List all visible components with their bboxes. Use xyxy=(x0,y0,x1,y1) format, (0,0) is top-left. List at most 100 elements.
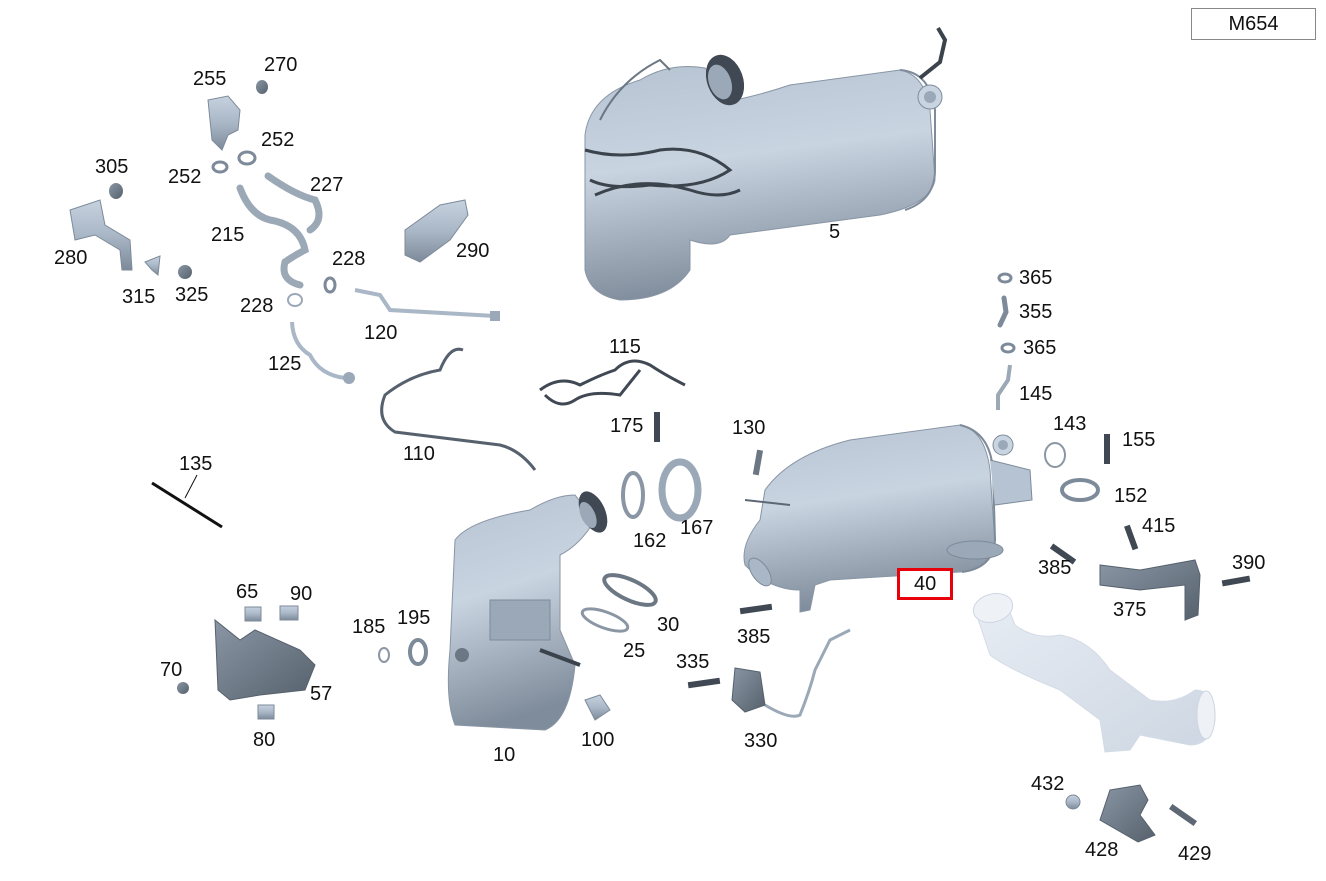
callout-375[interactable]: 375 xyxy=(1113,599,1147,621)
callout-90[interactable]: 90 xyxy=(290,583,313,605)
part-125-pipe[interactable] xyxy=(290,321,346,380)
part-25-gasket[interactable] xyxy=(580,604,631,635)
part-143-gasket[interactable] xyxy=(1044,442,1066,468)
callout-195[interactable]: 195 xyxy=(397,607,431,629)
part-155-bolt[interactable] xyxy=(1104,434,1110,464)
part-162-gasket[interactable] xyxy=(621,471,645,519)
part-30-clamp[interactable] xyxy=(600,569,659,611)
callout-143[interactable]: 143 xyxy=(1053,413,1087,435)
callout-65[interactable]: 65 xyxy=(236,581,259,603)
callout-167[interactable]: 167 xyxy=(680,517,714,539)
callout-315[interactable]: 315 xyxy=(122,286,156,308)
callout-185[interactable]: 185 xyxy=(352,616,386,638)
part-325-nut[interactable] xyxy=(178,265,192,279)
callout-175[interactable]: 175 xyxy=(610,415,644,437)
part-40-diesel-particulate-filter[interactable] xyxy=(743,424,1033,613)
callout-429[interactable]: 429 xyxy=(1178,843,1212,865)
part-167-v-clamp[interactable] xyxy=(658,458,702,522)
part-120-pipe[interactable] xyxy=(354,288,496,318)
part-135-rod[interactable] xyxy=(151,481,223,529)
part-415-bolt[interactable] xyxy=(1124,524,1139,551)
part-255-valve[interactable] xyxy=(207,95,241,151)
part-355-hose[interactable] xyxy=(997,295,1009,328)
part-330-sensor-cable[interactable] xyxy=(764,628,851,718)
part-385-bolt-a[interactable] xyxy=(739,603,773,615)
part-429-bolt[interactable] xyxy=(1168,803,1198,827)
part-152-clamp[interactable] xyxy=(1060,478,1100,502)
callout-130[interactable]: 130 xyxy=(732,417,766,439)
part-280-bracket[interactable] xyxy=(69,199,133,271)
callout-5[interactable]: 5 xyxy=(829,221,841,243)
callout-25[interactable]: 25 xyxy=(623,640,646,662)
part-130-bolt[interactable] xyxy=(752,449,764,476)
part-80-clip[interactable] xyxy=(257,704,275,720)
callout-115[interactable]: 115 xyxy=(609,336,641,358)
callout-355[interactable]: 355 xyxy=(1019,301,1053,323)
callout-162[interactable]: 162 xyxy=(633,530,667,552)
part-227-hose[interactable] xyxy=(264,172,323,234)
callout-30[interactable]: 30 xyxy=(657,614,680,636)
callout-70[interactable]: 70 xyxy=(160,659,183,681)
part-5-dpf-assembly[interactable] xyxy=(584,26,948,301)
callout-80[interactable]: 80 xyxy=(253,729,276,751)
callout-365-a[interactable]: 365 xyxy=(1019,267,1053,289)
part-390-bolt[interactable] xyxy=(1221,575,1251,587)
part-110-sensor-line[interactable] xyxy=(380,347,537,471)
part-270-nut[interactable] xyxy=(256,80,268,94)
part-175-bolt[interactable] xyxy=(654,412,660,442)
callout-120[interactable]: 120 xyxy=(364,322,398,344)
callout-110[interactable]: 110 xyxy=(403,443,435,465)
part-375-bracket[interactable] xyxy=(1099,559,1201,621)
callout-255[interactable]: 255 xyxy=(193,68,227,90)
part-57-bracket[interactable] xyxy=(214,618,316,701)
callout-215[interactable]: 215 xyxy=(211,224,245,246)
callout-10[interactable]: 10 xyxy=(493,744,516,766)
callout-100[interactable]: 100 xyxy=(581,729,615,751)
part-252-clamp-b[interactable] xyxy=(237,150,257,166)
callout-125[interactable]: 125 xyxy=(268,353,302,375)
callout-270[interactable]: 270 xyxy=(264,54,298,76)
part-315-clip[interactable] xyxy=(144,255,161,276)
part-65-clip[interactable] xyxy=(244,606,262,622)
part-90-clip[interactable] xyxy=(279,605,299,621)
part-145-pipe[interactable] xyxy=(996,364,1012,410)
part-305-nut[interactable] xyxy=(109,183,123,199)
callout-335[interactable]: 335 xyxy=(676,651,710,673)
part-125-fitting[interactable] xyxy=(343,372,355,384)
callout-325[interactable]: 325 xyxy=(175,284,209,306)
callout-252-b[interactable]: 252 xyxy=(261,129,295,151)
part-115-sensor-line[interactable] xyxy=(539,359,686,406)
callout-385-b[interactable]: 385 xyxy=(1038,557,1072,579)
callout-227[interactable]: 227 xyxy=(310,174,344,196)
callout-155[interactable]: 155 xyxy=(1122,429,1156,451)
callout-415[interactable]: 415 xyxy=(1142,515,1176,537)
callout-290[interactable]: 290 xyxy=(456,240,490,262)
part-252-clamp-a[interactable] xyxy=(211,160,229,174)
callout-252-a[interactable]: 252 xyxy=(168,166,202,188)
callout-280[interactable]: 280 xyxy=(54,247,88,269)
part-100-clip[interactable] xyxy=(584,694,611,721)
callout-135[interactable]: 135 xyxy=(179,453,213,475)
part-335-bolt[interactable] xyxy=(687,677,721,689)
part-228-clamp-a[interactable] xyxy=(323,276,337,294)
callout-228-a[interactable]: 228 xyxy=(332,248,366,270)
part-215-hose[interactable] xyxy=(236,184,309,289)
callout-432[interactable]: 432 xyxy=(1031,773,1065,795)
part-428-bracket[interactable] xyxy=(1099,784,1156,843)
callout-152[interactable]: 152 xyxy=(1114,485,1148,507)
part-432-nut[interactable] xyxy=(1065,794,1081,810)
part-385-bolt-b[interactable] xyxy=(1049,543,1077,565)
part-228-clamp-b[interactable] xyxy=(287,293,303,307)
part-70-bolt[interactable] xyxy=(177,682,189,694)
part-120-fitting[interactable] xyxy=(490,311,500,321)
part-185-ring[interactable] xyxy=(378,647,390,663)
callout-57[interactable]: 57 xyxy=(310,683,333,705)
callout-390[interactable]: 390 xyxy=(1232,552,1266,574)
callout-428[interactable]: 428 xyxy=(1085,839,1119,861)
callout-145[interactable]: 145 xyxy=(1019,383,1053,405)
part-195-clamp[interactable] xyxy=(408,638,428,666)
part-365-clamp-b[interactable] xyxy=(1000,342,1016,354)
callout-330[interactable]: 330 xyxy=(744,730,778,752)
callout-40-highlighted[interactable]: 40 xyxy=(897,568,954,600)
callout-228-b[interactable]: 228 xyxy=(240,295,274,317)
